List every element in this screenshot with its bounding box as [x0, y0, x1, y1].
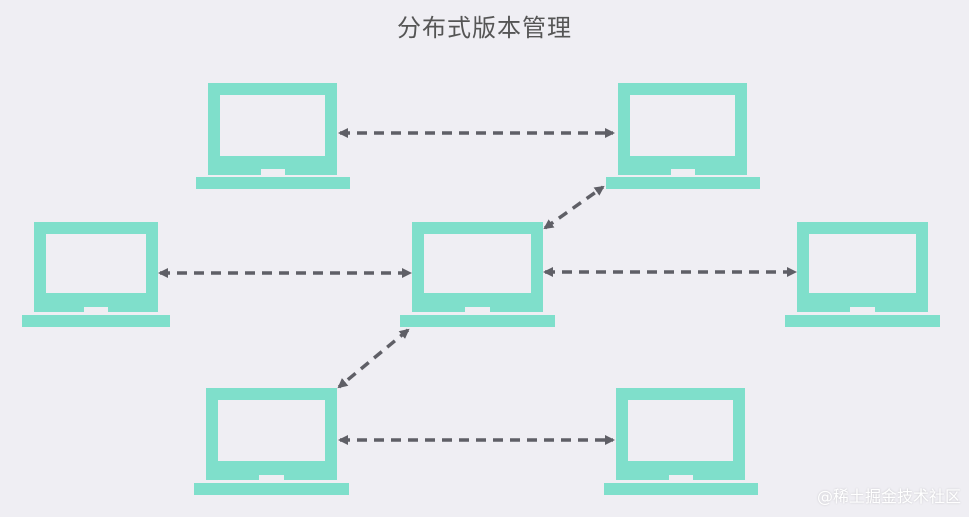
- laptop-top-right: [606, 83, 760, 189]
- laptop-icon: [22, 222, 170, 327]
- laptop-icon: [606, 83, 760, 189]
- laptop-bottom-right: [604, 388, 758, 495]
- laptop-icon: [400, 222, 555, 327]
- watermark: @稀土掘金技术社区: [816, 487, 961, 506]
- laptop-middle-right: [785, 222, 940, 327]
- laptop-icon: [604, 388, 758, 495]
- laptop-center: [400, 222, 555, 327]
- laptop-top-left: [196, 83, 350, 189]
- edge-center-bottom-left: [337, 328, 410, 389]
- laptop-icon: [194, 388, 349, 495]
- laptop-icon: [196, 83, 350, 189]
- edge-center-top-right: [543, 185, 605, 230]
- laptop-middle-left: [22, 222, 170, 327]
- laptop-icon: [785, 222, 940, 327]
- laptop-bottom-left: [194, 388, 349, 495]
- diagram-title: 分布式版本管理: [397, 14, 572, 42]
